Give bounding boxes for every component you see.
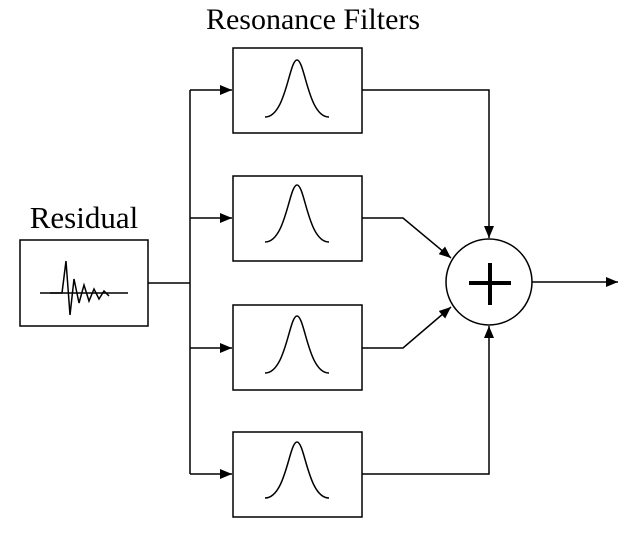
decaying-impulse-icon [40,260,128,316]
filter-block-4 [232,431,363,518]
residual-label: Residual [30,200,139,235]
diagram-title: Resonance Filters [206,3,420,36]
resonance-peak-icon [264,441,330,499]
resonance-peak-icon [264,315,330,374]
residual-block [19,239,149,327]
resonance-peak-icon [264,59,330,118]
filter-block-2 [232,175,363,262]
input-branch-lines [148,85,232,479]
plus-icon [469,263,511,305]
summing-junction [445,238,533,326]
resonance-peak-icon [264,184,330,243]
filter-block-3 [232,304,363,391]
output-lines [362,89,494,475]
filter-block-1 [232,47,363,134]
